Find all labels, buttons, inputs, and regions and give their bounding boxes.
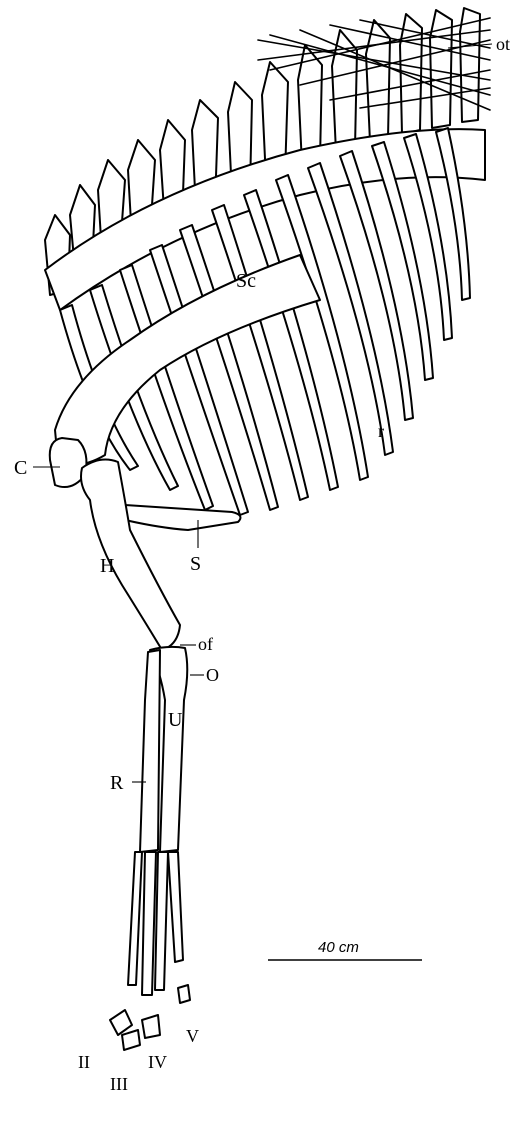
label-sc: Sc (236, 270, 256, 292)
label-r-radius: R (110, 772, 124, 794)
manus (110, 852, 190, 1050)
label-u: U (168, 709, 183, 731)
scale-bar: 40 cm (268, 939, 422, 960)
scale-bar-label: 40 cm (318, 939, 359, 956)
label-ii: II (78, 1052, 90, 1072)
label-h: H (100, 555, 114, 577)
label-of: of (198, 634, 213, 654)
radius (140, 650, 160, 852)
label-o: O (206, 665, 219, 685)
label-s: S (190, 553, 201, 575)
label-c: C (14, 457, 27, 479)
humerus (81, 460, 180, 650)
sternal-plate (125, 505, 240, 530)
label-ot: ot (496, 34, 510, 54)
label-iv: IV (148, 1052, 167, 1072)
label-iii: III (110, 1074, 128, 1094)
label-r: r (378, 421, 384, 441)
label-v: V (186, 1026, 199, 1046)
